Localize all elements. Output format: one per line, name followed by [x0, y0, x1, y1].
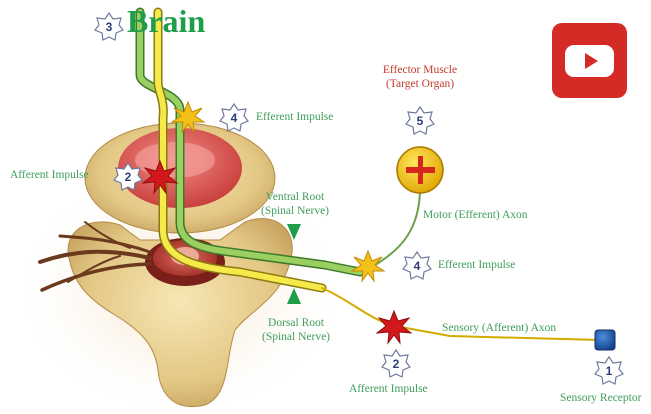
effector-muscle-title: Effector Muscle [372, 63, 468, 77]
ventral-root-label: Ventral Root (Spinal Nerve) [250, 190, 340, 218]
afferent-impulse-label-left: Afferent Impulse [10, 169, 89, 181]
step-marker-2-left: 2 [113, 162, 143, 192]
motor-axon-label: Motor (Efferent) Axon [423, 209, 528, 221]
sensory-receptor [595, 330, 615, 350]
step-marker-5: 5 [405, 106, 435, 136]
youtube-icon[interactable] [552, 23, 627, 98]
effector-muscle [397, 147, 443, 193]
afferent-impulse-label-bottom: Afferent Impulse [349, 383, 428, 395]
ventral-root-subtitle: (Spinal Nerve) [250, 204, 340, 218]
ventral-root-title: Ventral Root [250, 190, 340, 204]
step-marker-3: 3 [94, 12, 124, 42]
dorsal-root-title: Dorsal Root [251, 316, 341, 330]
effector-muscle-label: Effector Muscle (Target Organ) [372, 63, 468, 91]
step-marker-4-top: 4 [219, 103, 249, 133]
page-title: Brain [127, 3, 205, 40]
sensory-axon-label: Sensory (Afferent) Axon [442, 322, 556, 334]
step-marker-4-right: 4 [402, 251, 432, 281]
effector-muscle-subtitle: (Target Organ) [372, 77, 468, 91]
efferent-impulse-label-right: Efferent Impulse [438, 259, 515, 271]
dorsal-root-subtitle: (Spinal Nerve) [251, 330, 341, 344]
step-marker-1: 1 [594, 356, 624, 386]
efferent-impulse-label-top: Efferent Impulse [256, 111, 333, 123]
step-marker-2-bottom: 2 [381, 349, 411, 379]
sensory-receptor-label: Sensory Receptor [560, 392, 641, 404]
dorsal-root-label: Dorsal Root (Spinal Nerve) [251, 316, 341, 344]
